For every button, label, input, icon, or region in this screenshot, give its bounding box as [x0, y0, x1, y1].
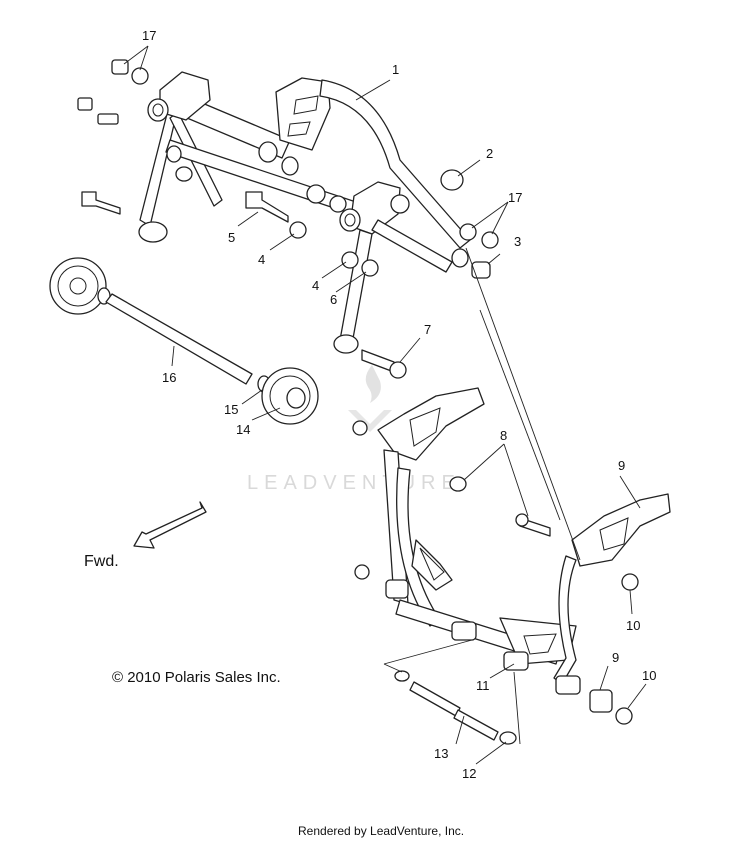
callout-6: 6 [330, 292, 337, 307]
forward-arrow [133, 501, 207, 549]
callout-12: 12 [462, 766, 476, 781]
copyright-label: © 2010 Polaris Sales Inc. [112, 669, 281, 686]
callout-17-right: 17 [508, 190, 522, 205]
callout-9-upper: 9 [618, 458, 625, 473]
callout-4-upper: 4 [258, 252, 265, 267]
callout-9-lower: 9 [612, 650, 619, 665]
upper-hardware [77, 59, 499, 379]
callout-16: 16 [162, 370, 176, 385]
forward-label: Fwd. [84, 553, 119, 570]
callout-7: 7 [424, 322, 431, 337]
callout-14: 14 [236, 422, 250, 437]
callout-10-upper: 10 [626, 618, 640, 633]
upper-arm-assembly [138, 71, 471, 354]
idler-wheel-axle [49, 257, 319, 425]
callout-4-lower: 4 [312, 278, 319, 293]
lower-frame [352, 387, 671, 745]
callout-3: 3 [514, 234, 521, 249]
callout-8: 8 [500, 428, 507, 443]
alignment-lines [465, 247, 581, 561]
callout-2: 2 [486, 146, 493, 161]
callout-11: 11 [476, 678, 490, 693]
callout-13: 13 [434, 746, 448, 761]
callout-10-lower: 10 [642, 668, 656, 683]
callout-5: 5 [228, 230, 235, 245]
callout-15: 15 [224, 402, 238, 417]
watermark-text: LEADVENTURE [247, 472, 461, 494]
callout-1: 1 [392, 62, 399, 77]
callout-17-left: 17 [142, 28, 156, 43]
footer-credit: Rendered by LeadVenture, Inc. [298, 824, 464, 838]
leader-lines [123, 45, 647, 765]
callouts: 17 1 2 17 3 5 4 4 6 7 16 15 14 8 9 10 9 … [142, 28, 656, 781]
